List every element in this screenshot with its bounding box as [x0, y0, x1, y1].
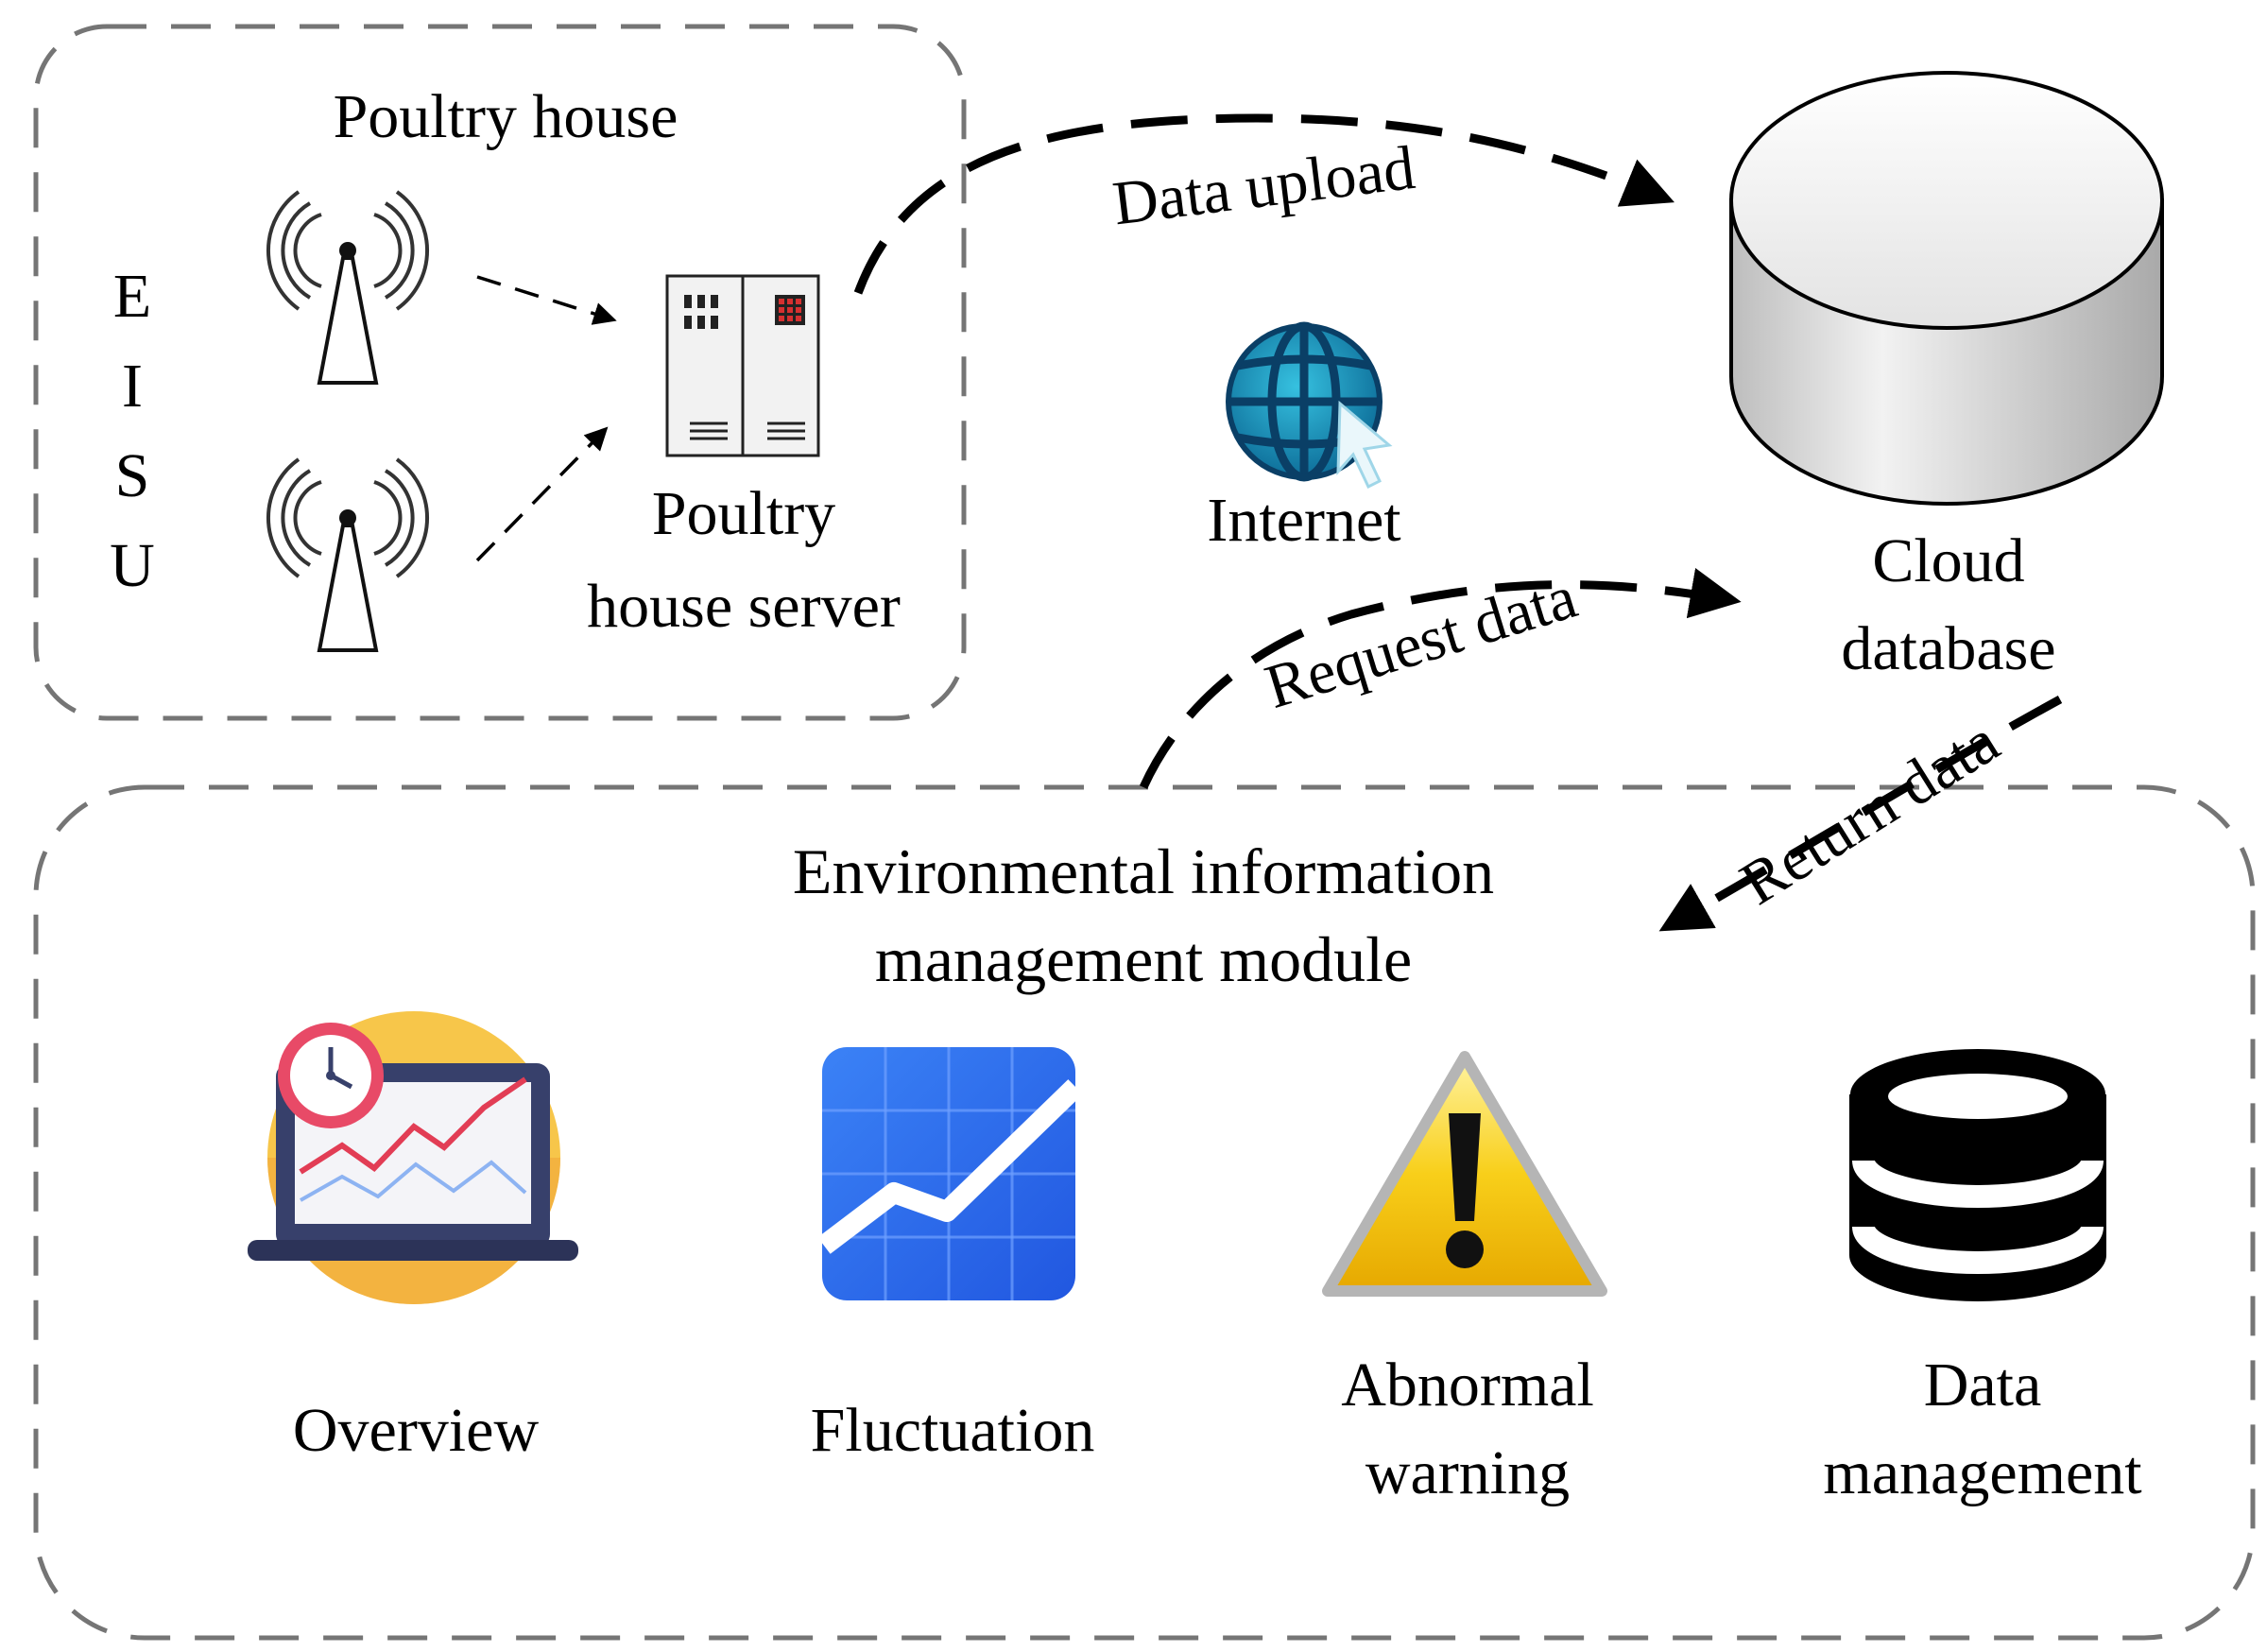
eisu-letter-i: I [122, 352, 143, 421]
internet-label: Internet [1207, 486, 1400, 555]
database-icon [1849, 1049, 2106, 1301]
eisu-letter-s: S [115, 441, 150, 510]
monitor-chart-clock-icon [248, 1011, 578, 1304]
abnormal-warning-label: warning [1365, 1438, 1570, 1507]
line-chart-icon [817, 1047, 1083, 1300]
globe-icon [1226, 321, 1393, 490]
poultry-house-title: Poultry house [334, 82, 678, 151]
data-management-label: management [1823, 1438, 2141, 1507]
antenna-icon [266, 457, 430, 652]
request-data-arrow [1139, 567, 1742, 789]
server-label: Poultry [652, 479, 835, 548]
module-title: management module [875, 923, 1412, 995]
cloud-database-label: database [1841, 614, 2055, 683]
server-label: house server [587, 572, 901, 641]
fluctuation-label: Fluctuation [811, 1396, 1095, 1465]
antenna-to-server-arrow [475, 426, 609, 562]
antenna-icon [266, 190, 430, 385]
eisu-letter-u: U [110, 531, 155, 600]
overview-label: Overview [293, 1396, 540, 1465]
cloud-database-icon [1729, 71, 2164, 506]
eisu-letter-e: E [113, 262, 151, 331]
data-management-label: Data [1924, 1351, 2042, 1420]
module-title: Environmental information [793, 835, 1494, 907]
return-data-arrow [1658, 696, 2063, 932]
poultry-house-frame [33, 24, 967, 721]
return-data-label: Return data [1728, 707, 2010, 919]
cloud-database-label: Cloud [1872, 526, 2024, 595]
warning-triangle-icon [1322, 1051, 1607, 1297]
data-upload-arrow [853, 113, 1674, 295]
antenna-to-server-arrow [476, 275, 617, 325]
data-upload-label: Data upload [1109, 133, 1418, 239]
request-data-label: Request data [1258, 562, 1585, 722]
abnormal-warning-label: Abnormal [1341, 1351, 1594, 1420]
server-icon [665, 274, 820, 457]
